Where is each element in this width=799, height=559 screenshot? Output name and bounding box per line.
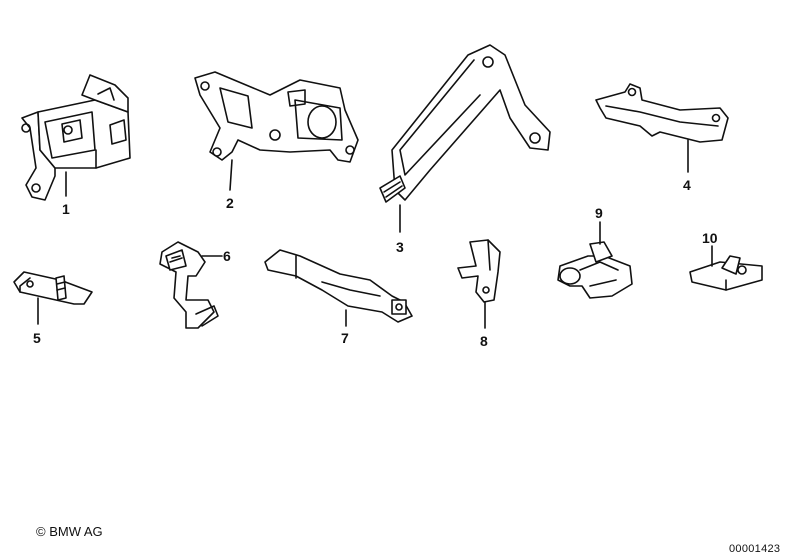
part-4-bracket[interactable]: 4 <box>595 83 729 193</box>
copyright-notice: © BMW AG <box>36 524 103 539</box>
part-1-bracket[interactable]: 1 <box>21 74 131 217</box>
callout-10: 10 <box>702 230 718 246</box>
part-10-plate[interactable]: 10 <box>689 230 763 291</box>
part-5-plate[interactable]: 5 <box>13 271 93 346</box>
callout-1: 1 <box>62 201 70 217</box>
part-7-bracket[interactable]: 7 <box>264 249 413 346</box>
callout-6: 6 <box>223 248 231 264</box>
callout-4: 4 <box>683 177 691 193</box>
callout-5: 5 <box>33 330 41 346</box>
callout-8: 8 <box>480 333 488 349</box>
callout-3: 3 <box>396 239 404 255</box>
document-number: 00001423 <box>729 543 781 555</box>
part-3-bracket[interactable]: 3 <box>379 44 551 255</box>
part-6-bracket[interactable]: 6 <box>159 241 231 329</box>
part-9-clip[interactable]: 9 <box>557 205 633 299</box>
callout-9: 9 <box>595 205 603 221</box>
part-8-bracket[interactable]: 8 <box>457 239 501 349</box>
callout-2: 2 <box>226 195 234 211</box>
callout-7: 7 <box>341 330 349 346</box>
part-2-bracket[interactable]: 2 <box>194 71 359 211</box>
